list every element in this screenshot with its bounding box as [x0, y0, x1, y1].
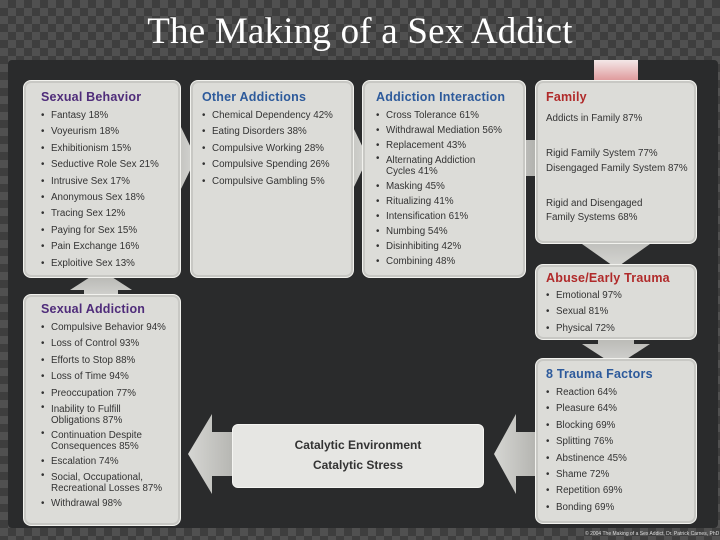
list-item: Tracing Sex 12%	[41, 206, 159, 223]
list-item: Withdrawal 98%	[41, 496, 166, 513]
list-item: Replacement 43%	[376, 138, 502, 153]
addiction-interaction-list: Cross Tolerance 61% Withdrawal Mediation…	[376, 108, 502, 269]
list-item: Voyeurism 18%	[41, 124, 159, 141]
catalytic-stress-label: Catalytic Stress	[312, 458, 404, 472]
list-item: Chemical Dependency 42%	[202, 108, 333, 125]
trauma-factors-list: Reaction 64% Pleasure 64% Blocking 69% S…	[546, 385, 627, 517]
list-item: Preoccupation 77%	[41, 386, 166, 403]
list-item: Shame 72%	[546, 467, 627, 484]
list-item: Ritualizing 41%	[376, 194, 502, 209]
list-item: Anonymous Sex 18%	[41, 190, 159, 207]
list-item: Abstinence 45%	[546, 451, 627, 468]
sexual-addiction-list: Compulsive Behavior 94% Loss of Control …	[41, 320, 166, 513]
list-item: Combining 48%	[376, 254, 502, 269]
list-item: Exhibitionism 15%	[41, 141, 159, 158]
sexual-behavior-list: Fantasy 18% Voyeurism 18% Exhibitionism …	[41, 108, 159, 272]
list-item: Social, Occupational,Recreational Losses…	[41, 470, 166, 496]
list-item: Loss of Time 94%	[41, 369, 166, 386]
list-item: Pain Exchange 16%	[41, 239, 159, 256]
list-item: Pleasure 64%	[546, 401, 627, 418]
list-item: Bonding 69%	[546, 500, 627, 517]
other-addictions-list: Chemical Dependency 42% Eating Disorders…	[202, 108, 333, 190]
list-item: Intrusive Sex 17%	[41, 174, 159, 191]
trauma-factors-title: 8 Trauma Factors	[546, 367, 653, 381]
list-item: Seductive Role Sex 21%	[41, 157, 159, 174]
list-item: Loss of Control 93%	[41, 336, 166, 353]
catalytic-box: Catalytic Environment Catalytic Stress	[232, 424, 484, 488]
family-title: Family	[546, 90, 587, 104]
list-item: Intensification 61%	[376, 209, 502, 224]
family-disengaged: Disengaged Family System 87%	[546, 163, 688, 174]
list-item: Reaction 64%	[546, 385, 627, 402]
list-item-continuation: Recreational Losses 87%	[51, 483, 163, 495]
other-addictions-title: Other Addictions	[202, 90, 307, 104]
family-systems: Family Systems 68%	[546, 212, 638, 223]
list-item-continuation: Obligations 87%	[51, 415, 123, 427]
abuse-trauma-list: Emotional 97% Sexual 81% Physical 72%	[546, 288, 622, 338]
list-item: Emotional 97%	[546, 288, 622, 305]
sexual-addiction-title: Sexual Addiction	[41, 302, 146, 316]
list-item: Compulsive Working 28%	[202, 141, 333, 158]
addiction-interaction-title: Addiction Interaction	[376, 90, 506, 104]
list-item: Withdrawal Mediation 56%	[376, 123, 502, 138]
list-item: Physical 72%	[546, 321, 622, 338]
abuse-trauma-title: Abuse/Early Trauma	[546, 271, 670, 285]
family-box	[535, 80, 697, 244]
family-rigid-disengaged: Rigid and Disengaged	[546, 198, 643, 209]
list-item: Disinhibiting 42%	[376, 239, 502, 254]
list-item: Compulsive Behavior 94%	[41, 320, 166, 337]
list-item-continuation: Cycles 41%	[386, 166, 438, 177]
list-item: Compulsive Gambling 5%	[202, 174, 333, 191]
list-item: Fantasy 18%	[41, 108, 159, 125]
list-item-text: Inability to Fulfill	[51, 404, 121, 416]
list-item: Sexual 81%	[546, 304, 622, 321]
list-item: Compulsive Spending 26%	[202, 157, 333, 174]
list-item: Blocking 69%	[546, 418, 627, 435]
family-addicts: Addicts in Family 87%	[546, 113, 643, 124]
copyright-text: © 2004 The Making of a Sex Addict, Dr. P…	[585, 531, 720, 537]
list-item: Numbing 54%	[376, 224, 502, 239]
list-item: Paying for Sex 15%	[41, 223, 159, 240]
list-item: Splitting 76%	[546, 434, 627, 451]
family-rigid: Rigid Family System 77%	[546, 148, 658, 159]
list-item: Repetition 69%	[546, 483, 627, 500]
list-item: Masking 45%	[376, 179, 502, 194]
list-item: Cross Tolerance 61%	[376, 108, 502, 123]
list-item: Efforts to Stop 88%	[41, 353, 166, 370]
slide-title: The Making of a Sex Addict	[147, 11, 573, 52]
list-item-text: Alternating Addiction	[386, 155, 476, 166]
list-item-text: Continuation Despite	[51, 430, 142, 442]
list-item: Eating Disorders 38%	[202, 124, 333, 141]
list-item: Exploitive Sex 13%	[41, 256, 159, 273]
list-item-text: Social, Occupational,	[51, 472, 144, 484]
list-item: Escalation 74%	[41, 454, 166, 471]
list-item-continuation: Consequences 85%	[51, 441, 139, 453]
sexual-behavior-title: Sexual Behavior	[41, 90, 142, 104]
catalytic-environment-label: Catalytic Environment	[294, 438, 422, 452]
